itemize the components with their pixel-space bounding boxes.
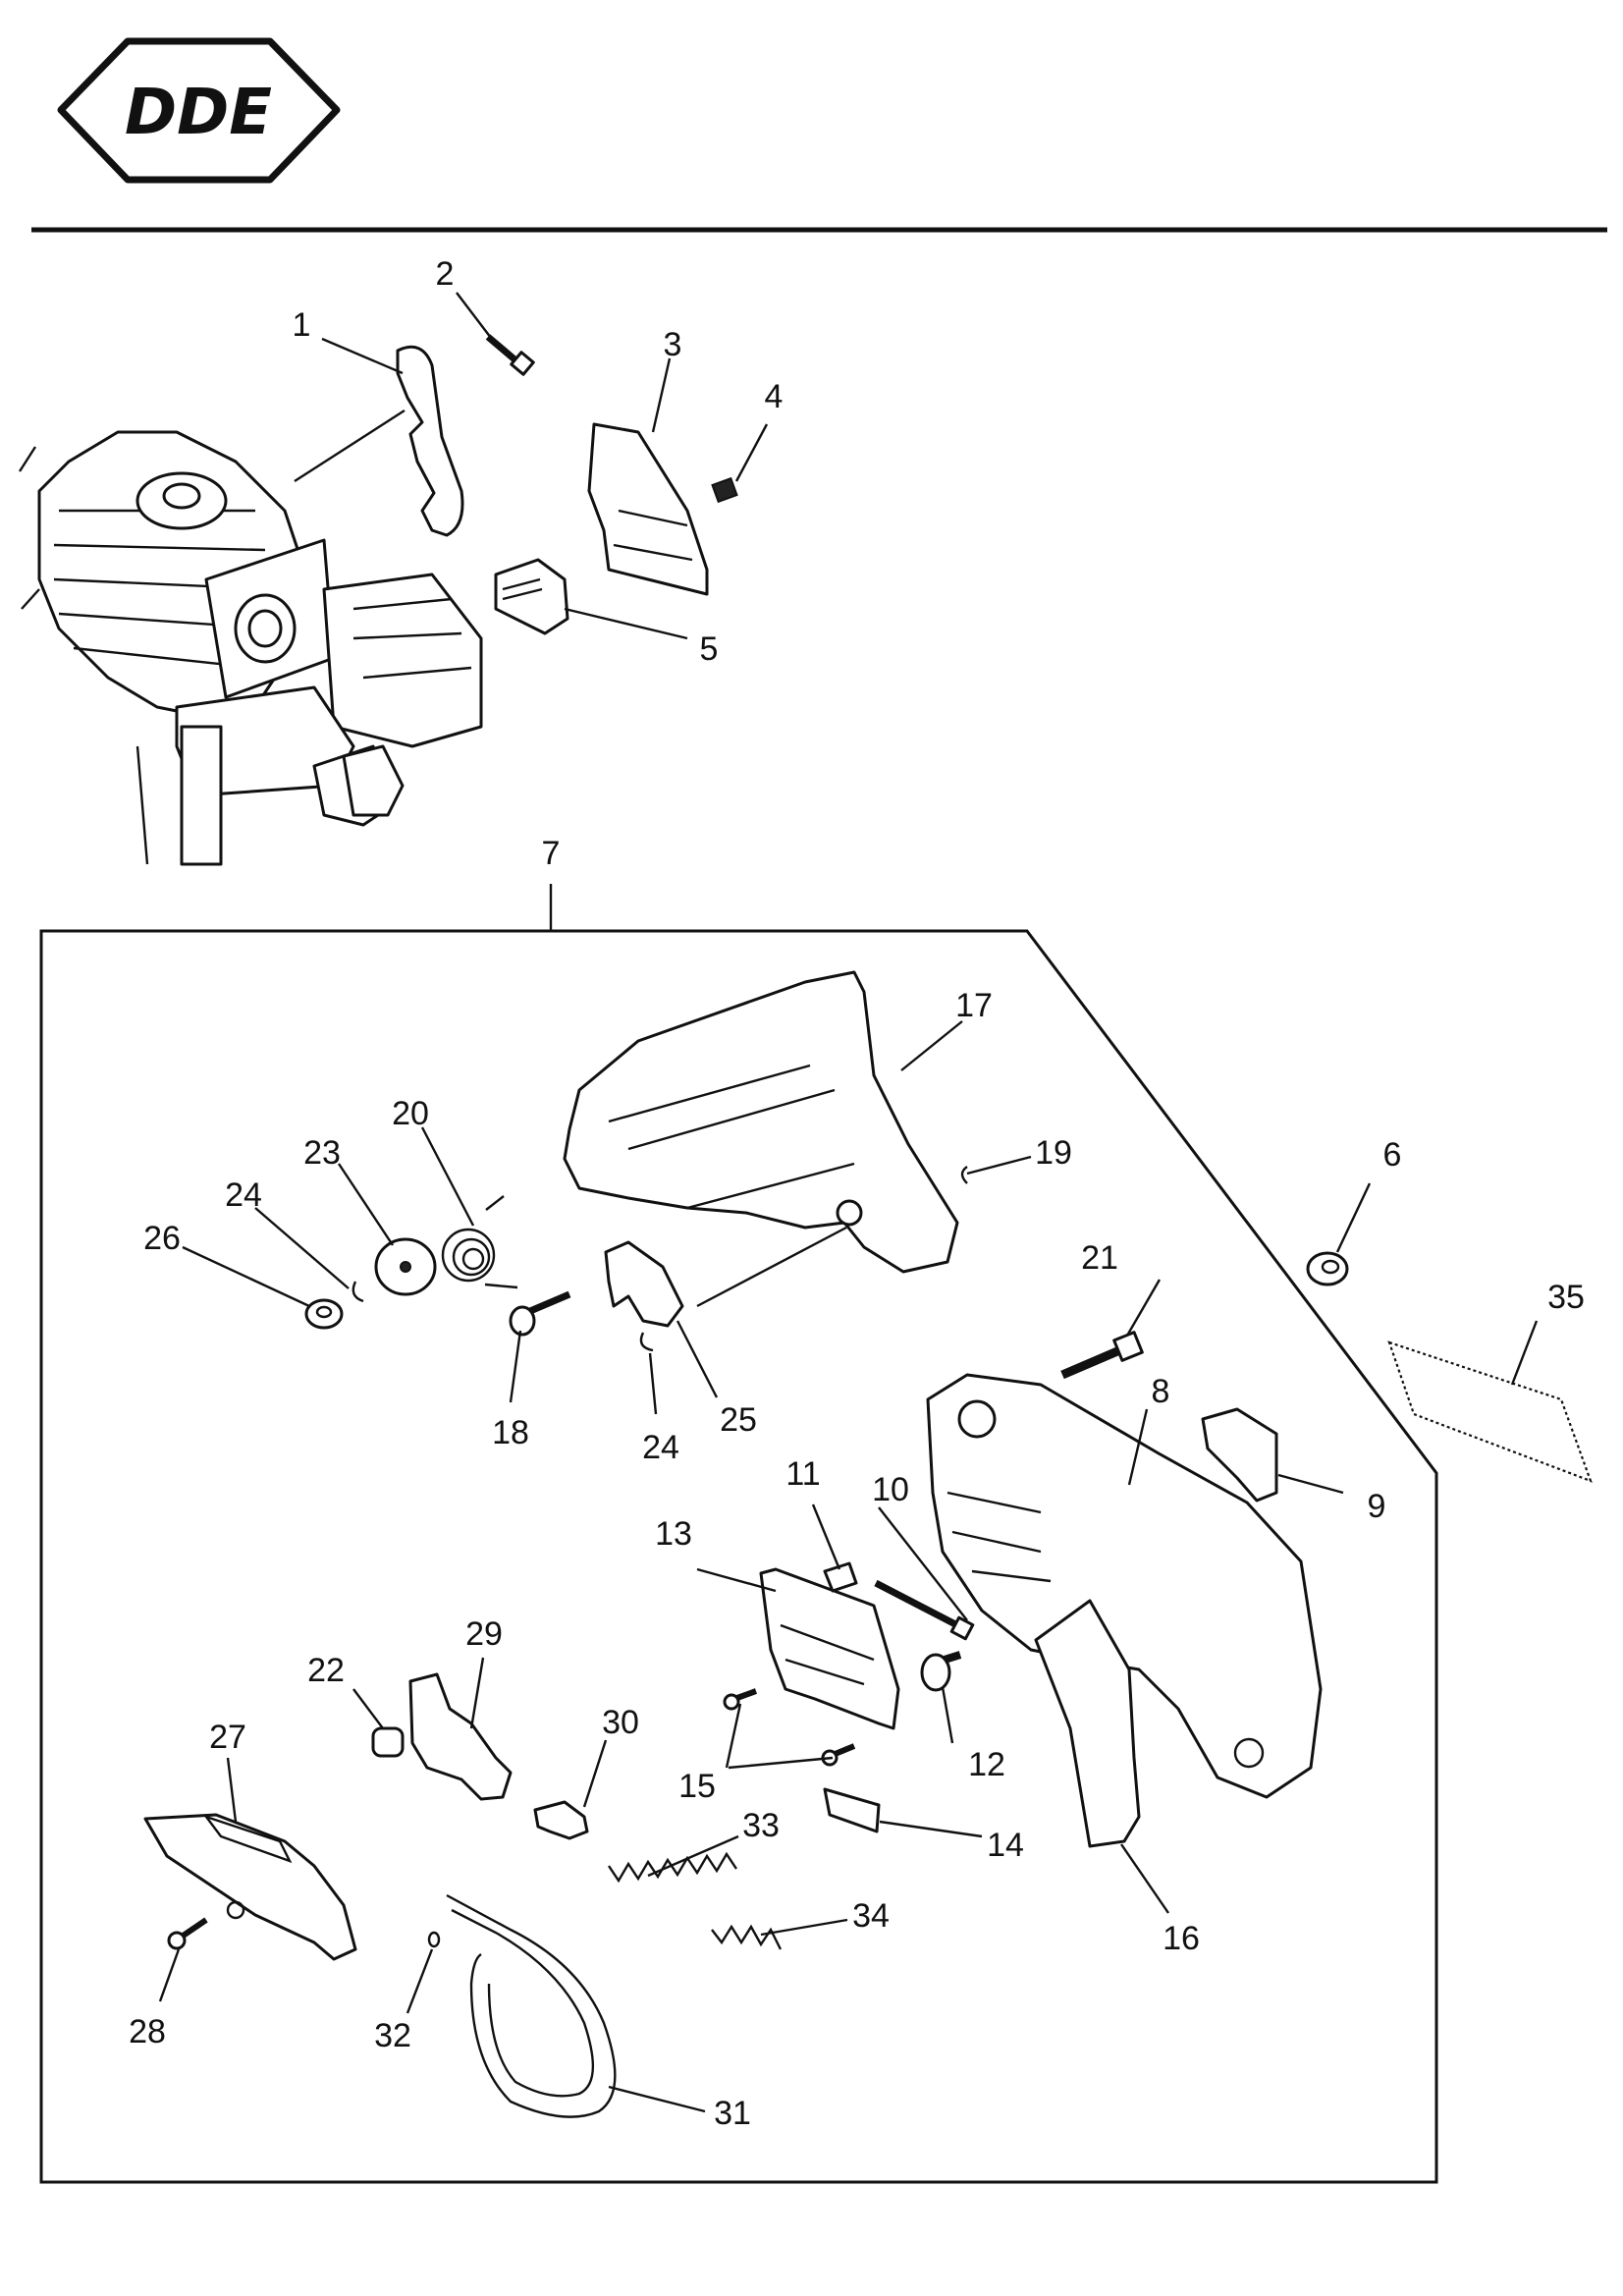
part-18-pin xyxy=(509,1290,571,1337)
part-30-pin xyxy=(533,1800,589,1840)
part-15-screws xyxy=(723,1688,856,1767)
callout-24: 24 xyxy=(225,1176,262,1214)
callout-8: 8 xyxy=(1152,1373,1170,1410)
group-7-frame xyxy=(39,929,1438,2184)
part-1-chain-catcher xyxy=(396,345,464,537)
callout-21: 21 xyxy=(1081,1239,1118,1277)
part-12-nut xyxy=(920,1651,962,1692)
part-27-brake-cover xyxy=(143,1813,357,1961)
part-32-pin xyxy=(427,1931,441,1948)
callout-29: 29 xyxy=(465,1615,503,1653)
callout-35: 35 xyxy=(1547,1279,1585,1316)
callout-16: 16 xyxy=(1163,1920,1200,1957)
part-33-spring xyxy=(608,1851,737,1884)
part-24-e-ring xyxy=(639,1332,654,1352)
callout-22: 22 xyxy=(307,1652,345,1689)
callout-10: 10 xyxy=(872,1471,909,1508)
part-24-e-ring xyxy=(352,1281,364,1303)
callout-32: 32 xyxy=(374,2017,411,2054)
part-28-screw xyxy=(167,1917,208,1950)
part-31-brake-band xyxy=(446,1893,617,2118)
part-21-bolt xyxy=(1060,1331,1144,1380)
callout-19: 19 xyxy=(1035,1134,1072,1172)
part-5-tensioner-block xyxy=(494,558,569,635)
part-10-adjust-screw xyxy=(874,1579,975,1641)
part-29-brake-lever xyxy=(408,1672,513,1801)
part-9-pad xyxy=(1201,1407,1278,1503)
part-6-nut xyxy=(1306,1251,1349,1286)
callout-2: 2 xyxy=(436,255,455,293)
callout-20: 20 xyxy=(392,1095,429,1132)
callout-34: 34 xyxy=(852,1897,890,1935)
callout-1: 1 xyxy=(293,306,311,344)
part-2-bolt xyxy=(485,334,535,376)
part-17-chain-cover xyxy=(563,970,959,1274)
logo-text: DDE xyxy=(125,77,272,149)
engine-assembly xyxy=(18,430,483,866)
callout-4: 4 xyxy=(765,378,784,415)
callout-7: 7 xyxy=(542,835,561,872)
part-26-nut xyxy=(304,1298,344,1330)
part-20-spring xyxy=(441,1195,518,1289)
callout-14: 14 xyxy=(987,1827,1024,1864)
callout-3: 3 xyxy=(664,326,682,363)
part-4-nut xyxy=(711,476,738,504)
part-14-pad xyxy=(823,1787,881,1833)
part-3-guide-plate xyxy=(587,422,709,596)
callout-24: 24 xyxy=(642,1429,679,1466)
callout-6: 6 xyxy=(1383,1136,1402,1174)
leader-lines xyxy=(158,292,1539,2113)
callout-5: 5 xyxy=(700,630,719,668)
callout-28: 28 xyxy=(129,2013,166,2050)
part-22-bushing xyxy=(371,1726,405,1758)
part-35-label xyxy=(1387,1340,1593,1483)
callout-15: 15 xyxy=(678,1768,716,1805)
callout-17: 17 xyxy=(955,987,993,1024)
callout-13: 13 xyxy=(655,1515,692,1553)
callout-9: 9 xyxy=(1368,1488,1386,1525)
callout-26: 26 xyxy=(143,1220,181,1257)
callout-11: 11 xyxy=(785,1455,820,1493)
brand-logo: DDE xyxy=(57,37,341,184)
part-16-hand-guard xyxy=(1034,1599,1141,1848)
callout-25: 25 xyxy=(720,1401,757,1439)
part-19-clip xyxy=(960,1166,968,1184)
part-13-plate xyxy=(759,1567,900,1730)
callouts: 7 1 2 3 4 5 6 8 9 10 11 12 13 14 15 16 1… xyxy=(129,255,1585,2132)
part-11-pin xyxy=(823,1561,858,1593)
part-34-spring xyxy=(711,1924,783,1950)
part-25-lever xyxy=(604,1240,684,1328)
callout-33: 33 xyxy=(742,1807,780,1844)
callout-30: 30 xyxy=(602,1704,639,1741)
callout-18: 18 xyxy=(492,1414,529,1451)
part-23-washer xyxy=(374,1237,437,1296)
callout-27: 27 xyxy=(209,1719,246,1756)
callout-31: 31 xyxy=(714,2095,751,2132)
callout-12: 12 xyxy=(968,1746,1005,1783)
callout-23: 23 xyxy=(303,1134,341,1172)
